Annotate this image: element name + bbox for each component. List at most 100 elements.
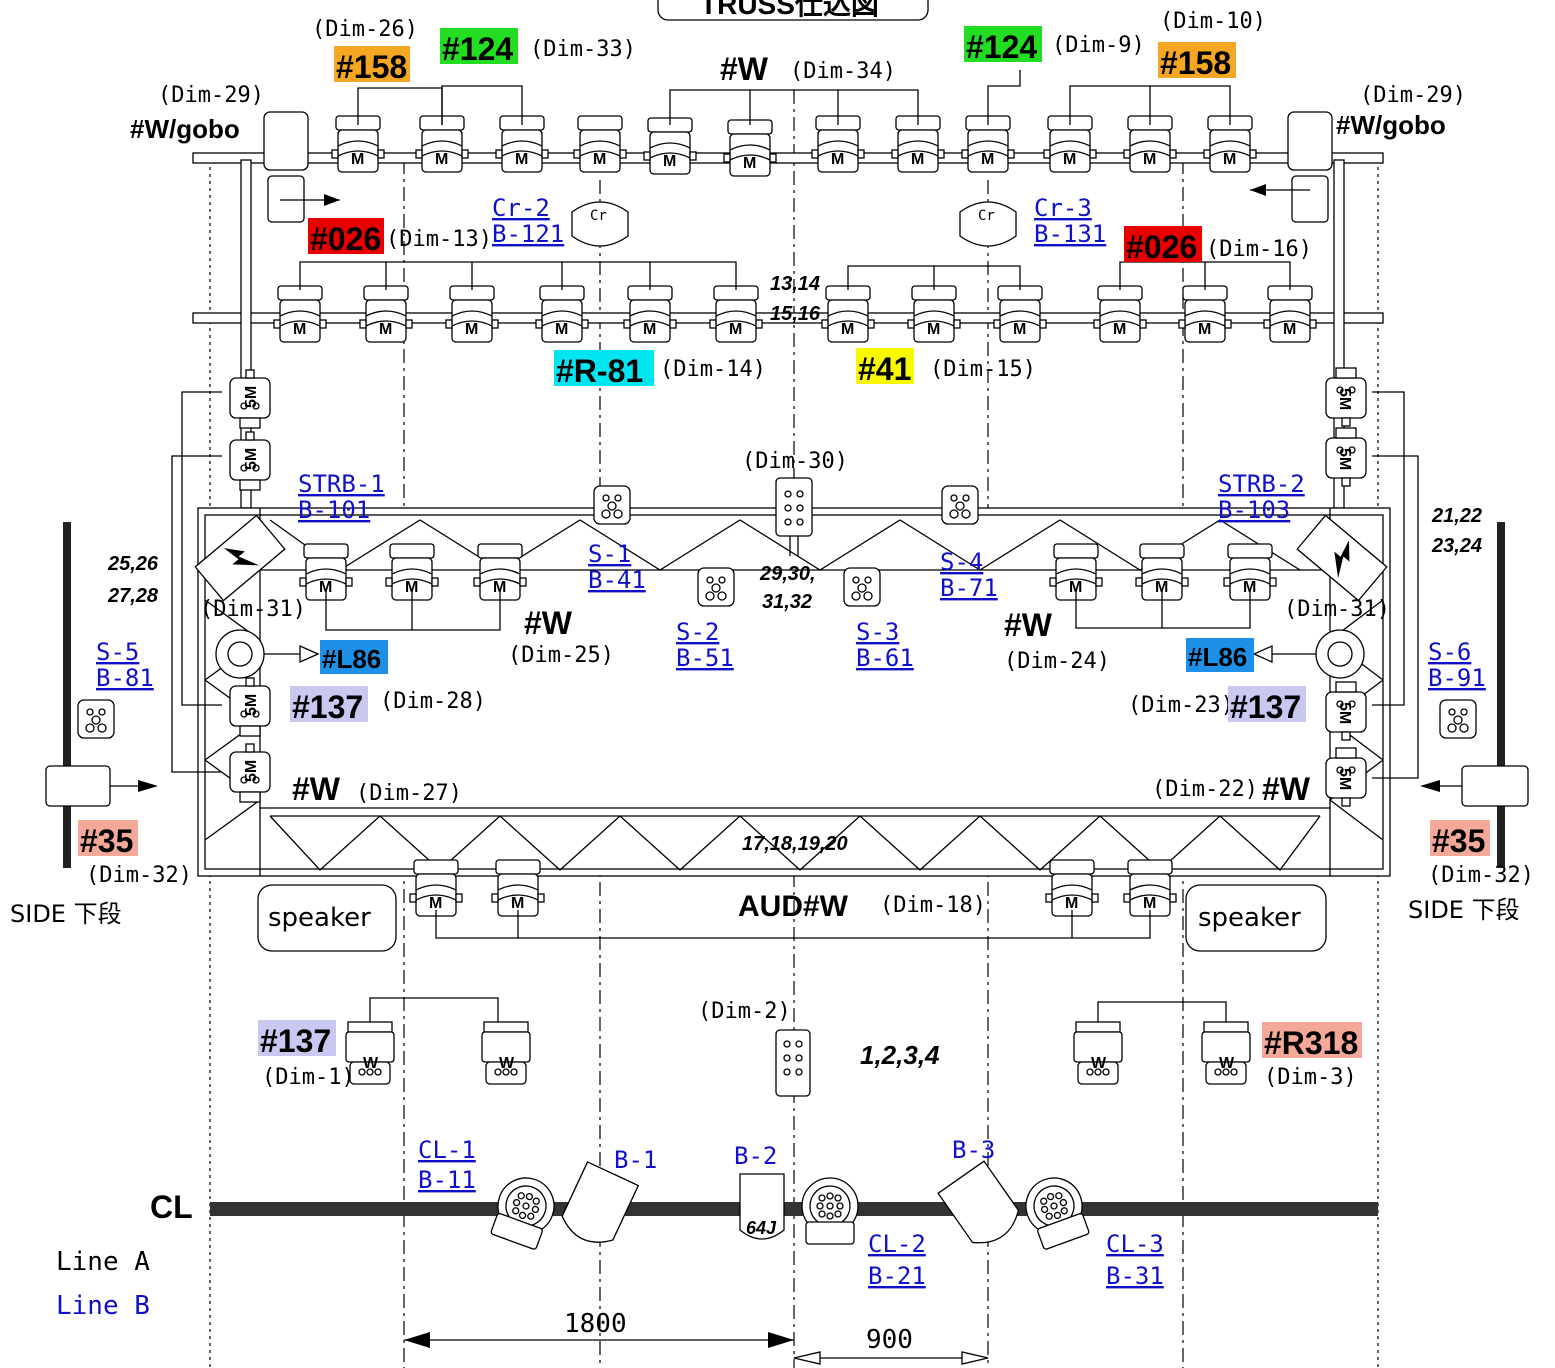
w-fixture-floor-label: W <box>363 1055 379 1072</box>
w-fixture-floor-2: W <box>481 1021 531 1085</box>
cl-pipe <box>210 1202 1378 1216</box>
label-cl-1: CL-1 <box>418 1136 476 1164</box>
gel-124-left: #124 <box>442 31 513 67</box>
side-w-fixture-left <box>45 765 158 807</box>
gel-w-22: #W <box>1262 771 1311 807</box>
speaker-right <box>1185 884 1327 952</box>
m-fixture-second-12: M <box>1263 285 1317 343</box>
m-fixture-top-label: M <box>515 151 528 168</box>
label-s-5: S-5 <box>96 638 139 666</box>
m-fixture-top-label: M <box>831 151 844 168</box>
legend-line-b: Line B <box>56 1291 150 1321</box>
svg-text:Cr: Cr <box>978 208 995 224</box>
label-b-101: B-101 <box>298 496 370 524</box>
label-s-2: S-2 <box>676 618 719 646</box>
label-b-81: B-81 <box>96 664 154 692</box>
gel-137-left: #137 <box>292 689 363 725</box>
m-fixture-truss-2: M <box>385 543 439 601</box>
channels-23-24: 23,24 <box>1431 535 1482 557</box>
label-dim-18: (Dim-18) <box>880 893 986 918</box>
m-fixture-top-label: M <box>663 153 676 170</box>
label-dim-9: (Dim-9) <box>1052 33 1145 58</box>
w-fixture-floor-label: W <box>1091 1055 1107 1072</box>
p-fixture-cl2 <box>801 1177 859 1245</box>
p-fixture-cl3 <box>1017 1169 1094 1252</box>
m-fixture-second-label: M <box>1013 321 1026 338</box>
m-fixture-top-label: M <box>911 151 924 168</box>
center-truss-fixture <box>775 477 813 556</box>
m-fixture-truss-1: M <box>299 543 353 601</box>
label-cr-3: Cr-3 <box>1034 194 1092 222</box>
label-dim-26: (Dim-26) <box>312 17 418 42</box>
m-fixture-audience-label: M <box>1143 895 1156 912</box>
side-w-fixture-right <box>1420 765 1529 807</box>
m-fixture-second-4: M <box>535 285 589 343</box>
gel-35-left: #35 <box>80 823 133 859</box>
label-speaker-left: speaker <box>268 903 371 933</box>
gel-w-27: #W <box>292 771 341 807</box>
m-fixture-top-5: M <box>643 117 697 175</box>
label-dim-31-right: (Dim-31) <box>1284 597 1390 622</box>
gel-41: #41 <box>858 351 911 387</box>
m-fixture-top-7: M <box>811 115 865 173</box>
64j-fixture-b3 <box>937 1160 1020 1244</box>
strobe-left <box>194 514 286 602</box>
m-fixture-top-label: M <box>435 151 448 168</box>
gobo-fixture-right <box>1250 111 1333 223</box>
m-fixture-top-3: M <box>495 115 549 173</box>
gel-35-right: #35 <box>1432 823 1485 859</box>
w-fixture-floor-label: W <box>499 1055 515 1072</box>
label-dim-32-right: (Dim-32) <box>1428 863 1534 888</box>
5m-fixture-left-label: 5M <box>243 694 260 716</box>
label-dim-30: (Dim-30) <box>742 449 848 474</box>
label-b-21: B-21 <box>868 1262 926 1290</box>
label-s-3: S-3 <box>856 618 899 646</box>
label-dim-10: (Dim-10) <box>1160 9 1266 34</box>
label-dim-2: (Dim-2) <box>698 999 791 1024</box>
m-fixture-second-label: M <box>1198 321 1211 338</box>
m-fixture-top-12: M <box>1203 115 1257 173</box>
label-strb-2: STRB-2 <box>1218 470 1305 498</box>
label-b-41: B-41 <box>588 566 646 594</box>
m-fixture-top-label: M <box>593 151 606 168</box>
5m-fixture-left-2: 5M <box>229 431 271 491</box>
label-dim-27: (Dim-27) <box>356 781 462 806</box>
m-fixture-second-8: M <box>907 285 961 343</box>
channels-31-32: 31,32 <box>762 591 812 613</box>
64j-fixture-b1 <box>561 1161 640 1243</box>
label-speaker-right: speaker <box>1198 903 1301 933</box>
side-boom-right <box>1497 522 1505 868</box>
m-fixture-audience-3: M <box>1045 859 1099 917</box>
label-side-left: SIDE 下段 <box>10 900 122 928</box>
gel-137-floor: #137 <box>260 1023 331 1059</box>
m-fixture-truss-label: M <box>1243 579 1256 596</box>
5m-fixture-right-4: 5M <box>1325 747 1367 807</box>
side-boom-left <box>63 522 71 868</box>
m-fixture-top-label: M <box>981 151 994 168</box>
w-fixture-floor-1: W <box>345 1021 395 1085</box>
gel-026-left: #026 <box>310 221 381 257</box>
w-fixture-floor-label: W <box>1219 1055 1235 1072</box>
label-dim-28: (Dim-28) <box>380 689 486 714</box>
m-fixture-truss-label: M <box>319 579 332 596</box>
speaker-left <box>257 884 397 952</box>
label-cl-2: CL-2 <box>868 1230 926 1258</box>
cr-fixture-right: Cr <box>959 201 1017 247</box>
dimension-1800 <box>404 1332 794 1348</box>
m-fixture-truss-label: M <box>405 579 418 596</box>
m-fixture-second-label: M <box>379 321 392 338</box>
label-b-51: B-51 <box>676 644 734 672</box>
gel-158-right: #158 <box>1160 45 1231 81</box>
m-fixture-truss-6: M <box>1223 543 1277 601</box>
m-fixture-top-label: M <box>1063 151 1076 168</box>
s-fixture-1 <box>593 485 631 525</box>
label-cl: CL <box>150 1189 193 1225</box>
label-side-right: SIDE 下段 <box>1408 896 1520 924</box>
5m-fixture-right-2: 5M <box>1325 427 1367 487</box>
label-b-71: B-71 <box>940 574 998 602</box>
label-b-121: B-121 <box>492 220 564 248</box>
